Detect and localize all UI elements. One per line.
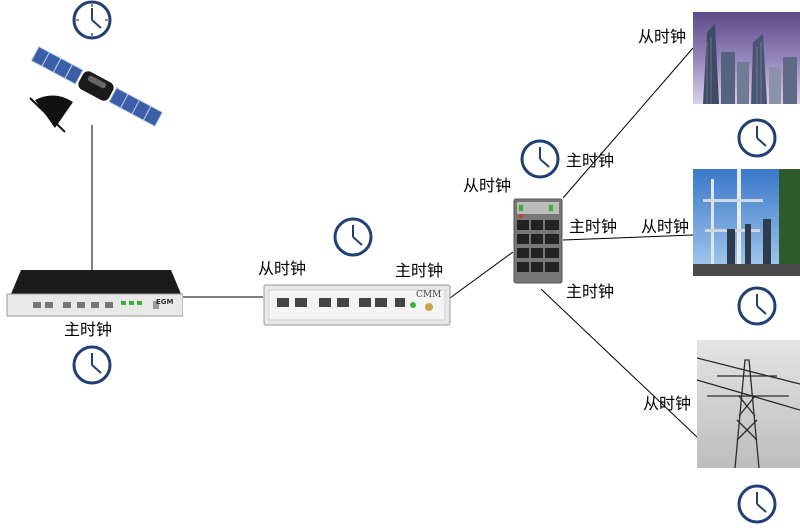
- link-cmm-switch: [449, 251, 514, 299]
- grandmaster-brand: EGM: [156, 298, 174, 306]
- clock-icon: [737, 118, 777, 158]
- switch-slave-role-label: 从时钟: [463, 176, 512, 195]
- city-skyline-image: [693, 12, 800, 104]
- link-switch-city: [562, 47, 694, 199]
- cmm-device: [263, 284, 451, 326]
- grandmaster-device: [6, 270, 183, 317]
- clock-icon: [737, 484, 777, 524]
- cell-tower-image: [693, 169, 800, 276]
- cmm-brand: CMM: [416, 290, 442, 300]
- cmm-master-role-label: 主时钟: [395, 261, 444, 280]
- link-switch-tower: [562, 234, 694, 241]
- tower-slave-role-label: 从时钟: [641, 217, 690, 236]
- link-switch-pylon: [540, 288, 698, 438]
- clock-icon: [72, 345, 112, 385]
- satellite-icon: [29, 45, 164, 133]
- switch-master-top-label: 主时钟: [566, 151, 615, 170]
- clock-icon: [737, 286, 777, 326]
- clock-icon: [333, 217, 373, 257]
- grandmaster-role-label: 主时钟: [64, 320, 113, 339]
- cmm-slave-role-label: 从时钟: [258, 259, 307, 278]
- industrial-switch: [513, 198, 563, 284]
- clock-icon: [520, 139, 560, 179]
- pylon-slave-role-label: 从时钟: [643, 394, 692, 413]
- power-pylon-image: [697, 340, 800, 468]
- switch-master-mid-label: 主时钟: [569, 217, 618, 236]
- city-slave-role-label: 从时钟: [638, 27, 687, 46]
- switch-master-low-label: 主时钟: [566, 282, 615, 301]
- clock-icon: [72, 0, 112, 40]
